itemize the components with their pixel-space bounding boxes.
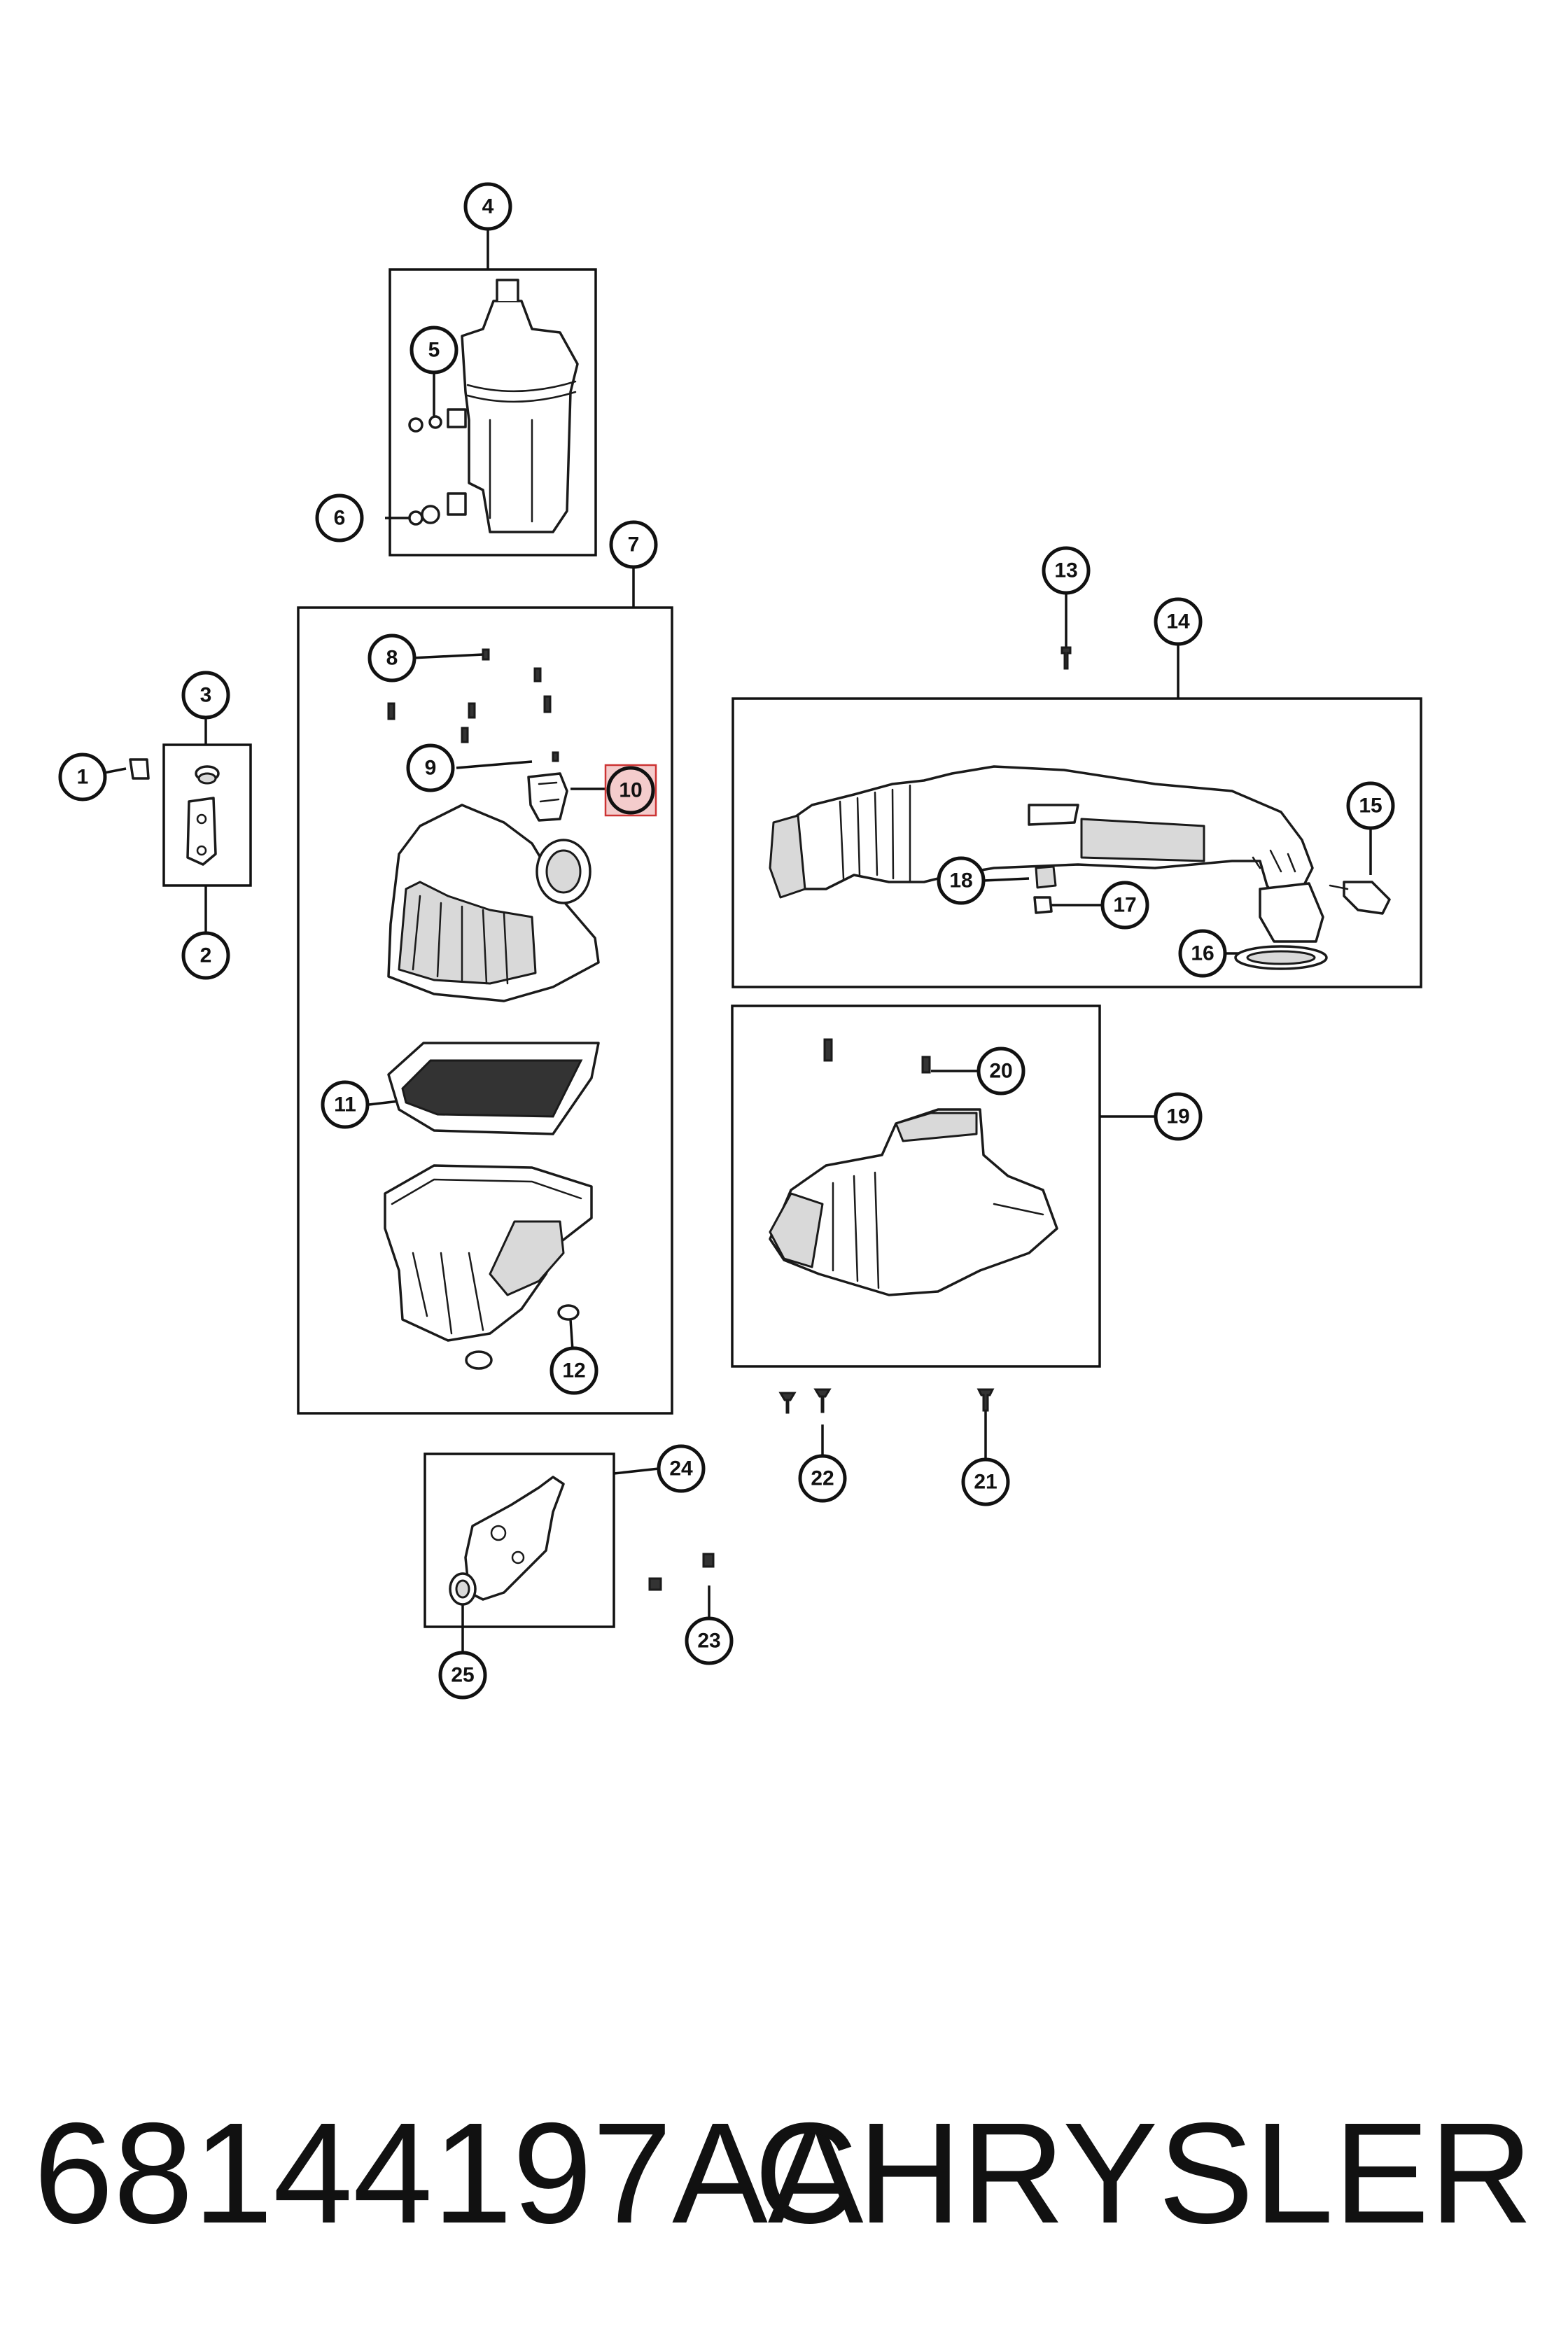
callout-14: 14 — [1154, 597, 1203, 646]
callout-3: 3 — [181, 671, 230, 720]
air-cleaner-cover-part — [387, 804, 600, 1002]
svg-text:16: 16 — [1191, 942, 1214, 965]
svg-text:1: 1 — [77, 766, 89, 789]
frame-bracket-group-small — [162, 743, 252, 887]
svg-text:15: 15 — [1359, 794, 1382, 818]
svg-text:4: 4 — [482, 195, 494, 218]
callout-7: 7 — [609, 520, 658, 569]
svg-text:23: 23 — [697, 1630, 720, 1653]
svg-text:3: 3 — [200, 684, 212, 707]
callout-10-highlighted: 10 — [604, 764, 657, 817]
svg-text:14: 14 — [1166, 610, 1190, 634]
svg-text:7: 7 — [628, 533, 640, 556]
svg-text:17: 17 — [1113, 894, 1136, 917]
callout-15: 15 — [1346, 781, 1395, 830]
svg-text:24: 24 — [669, 1457, 693, 1480]
svg-text:9: 9 — [425, 757, 437, 780]
screw-part-9 — [552, 751, 559, 762]
callout-11: 11 — [321, 1080, 370, 1129]
mount-bracket-part-24 — [464, 1476, 565, 1601]
callout-1: 1 — [58, 752, 107, 802]
svg-text:12: 12 — [562, 1359, 585, 1382]
grommet-part-12 — [465, 1304, 580, 1370]
svg-text:13: 13 — [1054, 559, 1077, 582]
svg-text:11: 11 — [334, 1093, 356, 1116]
svg-text:21: 21 — [974, 1471, 997, 1494]
brand-label: CHRYSLER — [754, 2093, 1533, 2253]
screws-part-8 — [387, 648, 552, 743]
callout-17: 17 — [1100, 881, 1149, 930]
callout-5: 5 — [410, 326, 458, 374]
screws-part-20 — [823, 1038, 931, 1074]
footer: 68144197AA CHRYSLER — [0, 2086, 1568, 2268]
frame-mount-bracket-group — [424, 1452, 615, 1628]
nuts-part-23 — [648, 1553, 715, 1591]
callout-22: 22 — [798, 1454, 847, 1503]
svg-text:19: 19 — [1166, 1105, 1189, 1128]
svg-text:10: 10 — [619, 779, 642, 802]
svg-text:2: 2 — [200, 944, 212, 967]
grommet-part-18 — [1035, 865, 1057, 889]
svg-text:18: 18 — [949, 869, 972, 892]
nut-part-6 — [408, 505, 440, 526]
callout-20: 20 — [976, 1046, 1026, 1096]
callout-12: 12 — [550, 1346, 598, 1395]
leader-lines — [82, 227, 1372, 1670]
callout-25: 25 — [438, 1651, 487, 1700]
svg-text:20: 20 — [989, 1060, 1012, 1083]
callout-9: 9 — [406, 743, 455, 792]
air-cleaner-housing-part — [384, 1164, 593, 1342]
svg-text:5: 5 — [428, 339, 440, 362]
screw-part-21 — [976, 1388, 995, 1412]
intake-duct-part — [769, 765, 1324, 943]
svg-text:22: 22 — [811, 1467, 834, 1490]
bolt-part-13 — [1060, 646, 1072, 670]
callout-16: 16 — [1178, 929, 1227, 978]
clip-part-1 — [129, 758, 150, 780]
svg-text:6: 6 — [334, 507, 346, 530]
callout-21: 21 — [961, 1457, 1010, 1506]
callout-8: 8 — [368, 634, 416, 682]
air-filter-part-11 — [387, 1042, 600, 1135]
sensor-part-15 — [1329, 881, 1391, 915]
part-number-label: 68144197AA — [34, 2093, 864, 2253]
callout-6: 6 — [315, 493, 364, 542]
nut-part-5 — [408, 415, 442, 433]
callout-13: 13 — [1042, 546, 1091, 595]
clip-part-17 — [1033, 896, 1053, 914]
inlet-duct-part — [769, 1108, 1058, 1296]
callout-24: 24 — [657, 1444, 706, 1493]
clamp-part-16 — [1234, 945, 1328, 970]
callout-19: 19 — [1154, 1092, 1203, 1141]
bracket-part-2 — [186, 797, 217, 866]
svg-text:8: 8 — [386, 647, 398, 670]
grommet-part-3 — [195, 765, 220, 785]
reservoir-part — [447, 279, 579, 533]
frame-air-cleaner-group — [297, 606, 673, 1415]
fasteners-part-22 — [778, 1388, 832, 1414]
frame-reservoir-group — [388, 268, 597, 556]
callout-2: 2 — [181, 931, 230, 980]
frame-inlet-duct-group — [731, 1004, 1101, 1368]
svg-text:25: 25 — [451, 1664, 474, 1687]
sensor-part-10 — [527, 772, 568, 822]
callout-4: 4 — [463, 182, 512, 231]
callout-23: 23 — [685, 1616, 734, 1665]
frame-intake-duct-group — [732, 697, 1422, 988]
callout-18: 18 — [937, 856, 986, 905]
nut-part-25 — [449, 1572, 477, 1606]
